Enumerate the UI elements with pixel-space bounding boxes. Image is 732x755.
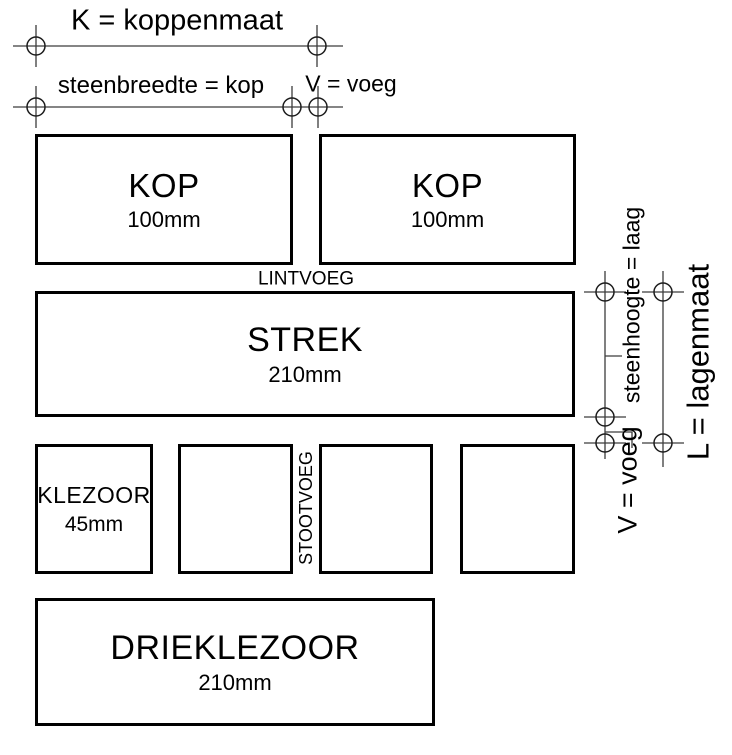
brick-strek: STREK 210mm	[35, 291, 575, 417]
lintvoeg-label: LINTVOEG	[257, 268, 355, 290]
brick-strek-size: 210mm	[268, 361, 342, 387]
steenhoogte-dimension-line	[584, 271, 633, 459]
steenbreedte-label: steenbreedte = kop	[57, 72, 265, 99]
brick-drieklezoor: DRIEKLEZOOR 210mm	[35, 598, 435, 726]
stootvoeg-label: STOOTVOEG	[296, 451, 316, 565]
brick-kop-2: KOP 100mm	[319, 134, 576, 265]
brick-kop-1: KOP 100mm	[35, 134, 293, 265]
brick-kop-1-label: KOP	[128, 166, 200, 204]
steenbreedte-dimension-line	[13, 86, 343, 128]
brick-kop-1-size: 100mm	[127, 206, 201, 232]
lagenmaat-label: L = lagenmaat	[680, 263, 716, 461]
brick-klezoor: KLEZOOR 45mm	[35, 444, 153, 574]
brick-klezoor-size: 45mm	[64, 512, 124, 536]
brick-klezoor-label: KLEZOOR	[37, 481, 151, 508]
koppenmaat-dimension-line	[13, 25, 343, 67]
brick-strek-label: STREK	[247, 320, 363, 359]
brick-kop-2-size: 100mm	[410, 206, 485, 232]
brick-klezoor-blank-2	[319, 444, 433, 574]
brick-drieklezoor-size: 210mm	[198, 669, 272, 695]
koppenmaat-label: K = koppenmaat	[70, 4, 284, 37]
voeg-right-label: V = voeg	[612, 426, 643, 534]
brick-klezoor-blank-3	[460, 444, 575, 574]
steenhoogte-label: steenhoogte = laag	[618, 206, 645, 404]
voeg-top-label: V = voeg	[305, 70, 397, 97]
brick-klezoor-blank-1	[178, 444, 293, 574]
brick-kop-2-label: KOP	[411, 166, 484, 204]
brick-drieklezoor-label: DRIEKLEZOOR	[110, 628, 360, 667]
dimension-marker-circles	[26, 36, 673, 453]
